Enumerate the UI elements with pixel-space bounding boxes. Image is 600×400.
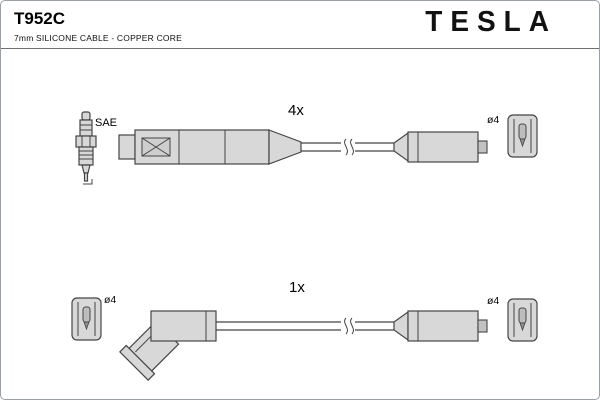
part-number: T952C [14, 9, 66, 28]
sae-label: SAE [95, 117, 117, 129]
bottom-cable [216, 317, 394, 335]
bottom-right-terminal-cylinder [507, 298, 538, 342]
top-right-connector [393, 131, 488, 163]
bottom-right-diameter-label: ø4 [487, 295, 499, 307]
bottom-right-connector [393, 310, 488, 342]
bottom-angled-connector [119, 310, 217, 381]
bottom-quantity-label: 1x [289, 279, 305, 296]
header: T952C 7mm SILICONE CABLE - COPPER CORE T… [1, 1, 599, 49]
top-right-diameter-label: ø4 [487, 114, 499, 126]
spark-plug-drawing [75, 111, 97, 185]
bottom-left-terminal-cylinder [71, 297, 102, 341]
tesla-brand-logo: TESLA [425, 5, 557, 38]
top-cable [301, 138, 394, 156]
cable-spec-subtitle: 7mm SILICONE CABLE - COPPER CORE [14, 33, 182, 43]
top-left-connector [118, 129, 302, 165]
top-right-terminal-cylinder [507, 114, 538, 158]
top-quantity-label: 4x [288, 102, 304, 119]
bottom-left-diameter-label: ø4 [104, 294, 116, 306]
